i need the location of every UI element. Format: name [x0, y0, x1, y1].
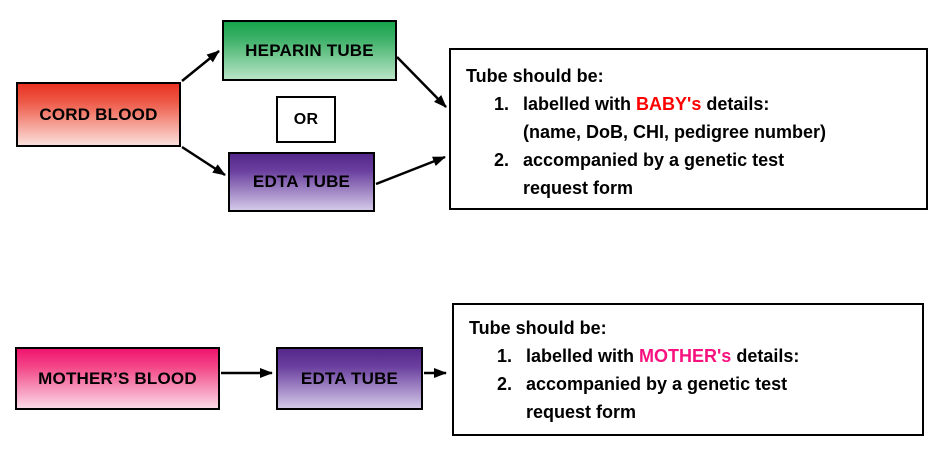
arrow-cord-to-edta: [181, 145, 226, 177]
mother-note-box: Tube should be: 1. labelled with MOTHER'…: [452, 303, 924, 436]
heparin-tube-label: HEPARIN TUBE: [245, 40, 374, 60]
cord-blood-box: CORD BLOOD: [16, 82, 181, 147]
mother-blood-label: MOTHER’S BLOOD: [38, 368, 197, 388]
baby-note-title: Tube should be:: [466, 66, 604, 86]
or-box: OR: [276, 96, 336, 143]
mother-note-item-2-number: 2.: [497, 374, 513, 394]
mother-note-item-2: 2. accompanied by a genetic test request…: [497, 370, 910, 426]
cord-blood-label: CORD BLOOD: [39, 104, 158, 124]
edta-tube-top-label: EDTA TUBE: [252, 172, 351, 191]
mother-note-title: Tube should be:: [469, 318, 607, 338]
baby-note-item-1-line2: (name, DoB, CHI, pedigree number): [523, 122, 827, 142]
heparin-tube-box: HEPARIN TUBE: [222, 20, 397, 81]
baby-note-item-1: 1. labelled with BABY's details: (name, …: [494, 90, 914, 146]
mother-note-item-1-text: labelled with MOTHER's details:: [526, 346, 800, 366]
mother-note-item-2-text: accompanied by a genetic test request fo…: [526, 374, 788, 422]
baby-note-item-2-number: 2.: [494, 150, 510, 170]
or-label: OR: [293, 110, 319, 128]
edta-tube-top-box: EDTA TUBE: [228, 152, 375, 212]
arrow-heparin-to-note: [396, 56, 447, 108]
mother-highlight: MOTHER's: [639, 346, 732, 366]
baby-note-item-1-number: 1.: [494, 94, 510, 114]
mother-blood-box: MOTHER’S BLOOD: [15, 347, 220, 410]
mother-note-item-1: 1. labelled with MOTHER's details:: [497, 342, 910, 370]
edta-tube-bottom-label: EDTA TUBE: [300, 368, 399, 388]
arrow-edta-to-note: [375, 155, 446, 186]
baby-note-box: Tube should be: 1. labelled with BABY's …: [449, 48, 928, 210]
baby-note-item-2: 2. accompanied by a genetic test request…: [494, 146, 914, 202]
baby-note-item-2-text: accompanied by a genetic test request fo…: [523, 150, 785, 198]
baby-highlight: BABY's: [636, 94, 702, 114]
baby-note-item-1-text: labelled with BABY's details: (name, DoB…: [523, 90, 826, 146]
mother-note-item-1-number: 1.: [497, 346, 513, 366]
edta-tube-bottom-box: EDTA TUBE: [276, 347, 423, 410]
arrow-cord-to-heparin: [181, 50, 220, 82]
